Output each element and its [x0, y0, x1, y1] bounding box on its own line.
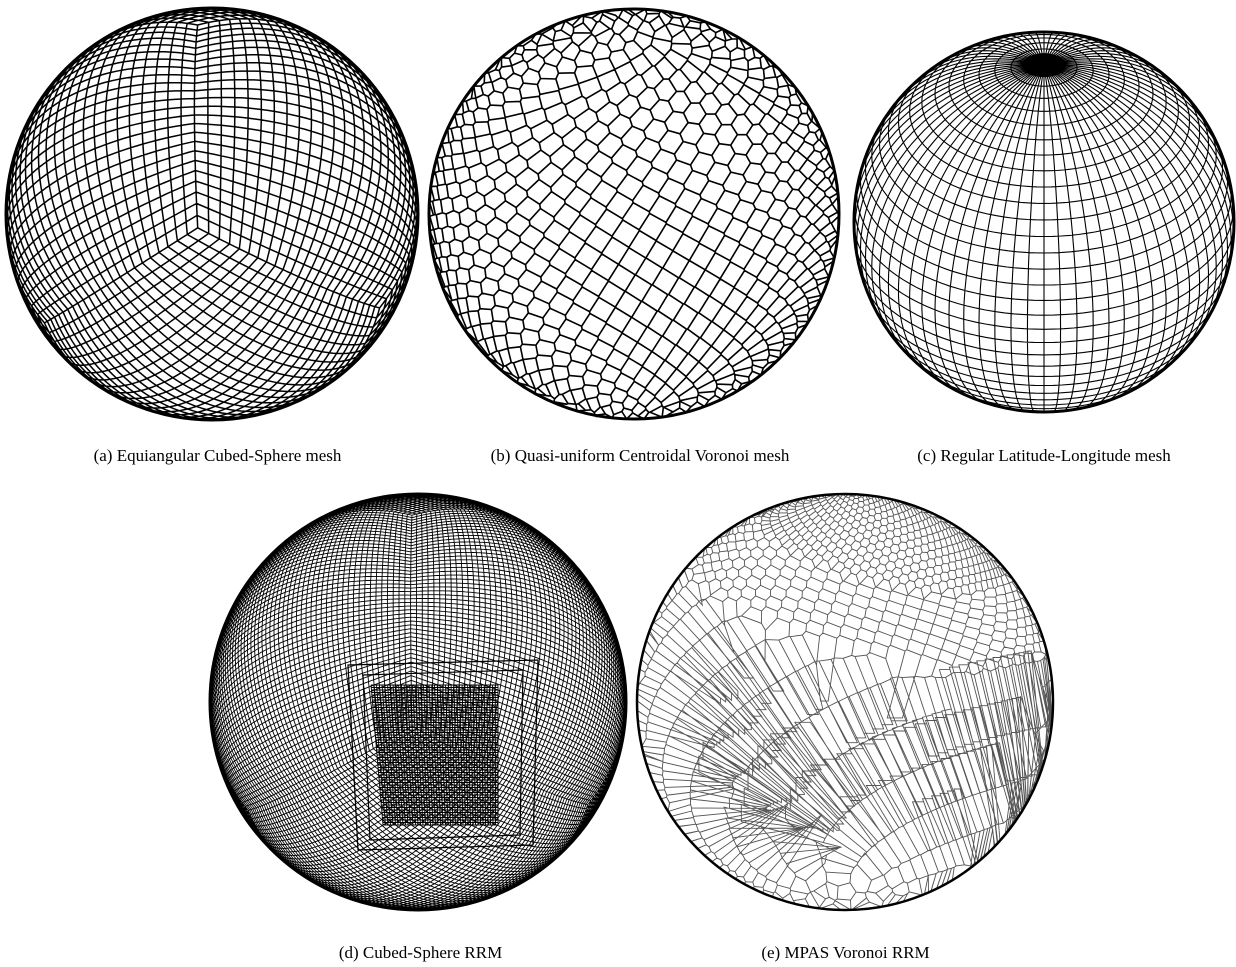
sphere-outline — [427, 7, 841, 421]
caption-c: (c) Regular Latitude-Longitude mesh — [917, 446, 1171, 465]
voronoi-cells — [428, 8, 840, 421]
caption-b: (b) Quasi-uniform Centroidal Voronoi mes… — [490, 446, 790, 465]
panel-d: (d) Cubed-Sphere RRM — [208, 490, 633, 967]
north-pole-convergence — [1022, 53, 1066, 78]
voronoi-cells — [636, 493, 1054, 911]
voronoi-rrm-figure — [635, 492, 1055, 912]
panel-c: (c) Regular Latitude-Longitude mesh — [852, 0, 1236, 475]
mesh-lines — [209, 493, 627, 911]
panel-e: (e) MPAS Voronoi RRM — [633, 490, 1058, 967]
panel-b: (b) Quasi-uniform Centroidal Voronoi mes… — [427, 0, 850, 475]
sphere-outline — [635, 492, 1055, 912]
caption-e: (e) MPAS Voronoi RRM — [761, 943, 930, 962]
sphere-outline — [208, 492, 628, 912]
refined-region — [347, 659, 539, 851]
sphere-outline — [852, 30, 1236, 414]
lat-lon-mesh-figure — [852, 30, 1236, 414]
voronoi-mesh-figure — [427, 7, 841, 421]
mesh-lines — [853, 31, 1235, 413]
caption-d: (d) Cubed-Sphere RRM — [338, 943, 503, 962]
panel-a: (a) Equiangular Cubed-Sphere mesh — [0, 0, 420, 475]
sphere-outline — [4, 6, 420, 422]
mesh-lines — [5, 7, 419, 421]
cubed-sphere-rrm-figure — [208, 492, 628, 912]
caption-a: (a) Equiangular Cubed-Sphere mesh — [93, 446, 342, 465]
cubed-sphere-mesh-figure — [4, 6, 420, 422]
